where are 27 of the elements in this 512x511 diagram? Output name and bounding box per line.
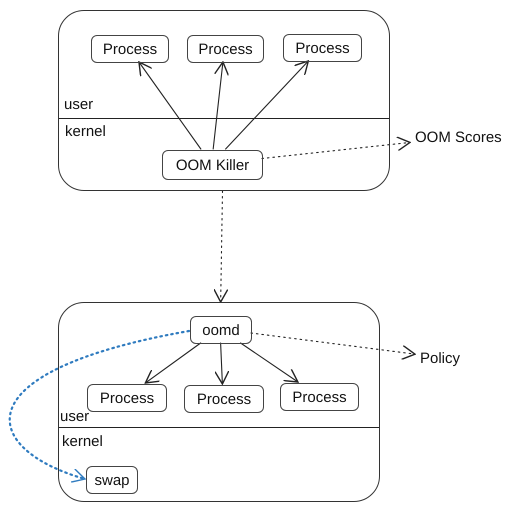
arrow [261,136,411,160]
arrow [8,330,190,482]
process-box: Process [184,385,264,413]
text-label: Policy [415,347,460,369]
arrow [214,342,230,385]
process-box: Process [87,384,167,412]
process-box: oomd [190,316,252,344]
arrow [225,60,310,150]
process-box: Process [91,35,169,63]
arrow [240,342,299,383]
arrow [144,342,202,384]
layer-label: user [64,96,94,113]
arrow [138,61,202,150]
process-box: Process [283,34,362,62]
arrow [212,61,230,150]
process-box: Process [280,383,359,411]
panel [58,302,380,502]
arrow [213,190,229,303]
panel [58,10,390,191]
arrow [250,332,416,360]
process-box: OOM Killer [162,150,263,180]
layer-label: kernel [65,123,106,140]
layer-label: user [60,408,90,425]
process-box: swap [86,466,138,494]
text-label: OOM Scores [410,126,502,148]
process-box: Process [187,35,264,63]
layer-label: kernel [62,433,103,450]
